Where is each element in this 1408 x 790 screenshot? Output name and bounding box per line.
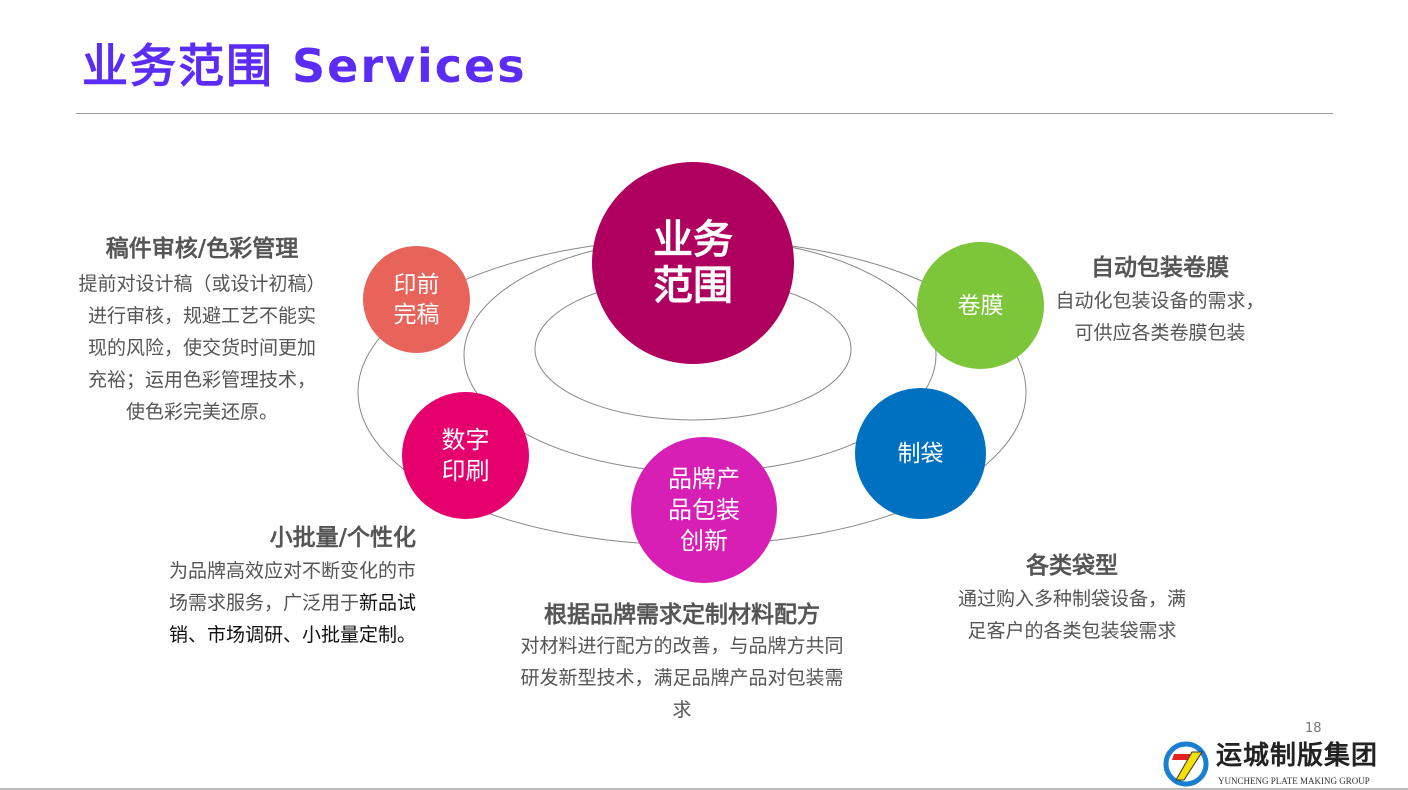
logo-mark-icon [1163,741,1209,787]
bag-text: 各类袋型 通过购入多种制袋设备，满 足客户的各类包装袋需求 [942,551,1202,647]
prepress-heading: 稿件审核/色彩管理 [105,236,299,262]
text-line: 可供应各类卷膜包装 [1074,322,1246,344]
text-line: 研发新型技术，满足品牌产品对包装需 [520,667,844,689]
node-label: 完稿 [393,301,440,328]
text-line: 提前对设计稿（或设计初稿） [78,273,326,295]
text-line: 销、市场调研、小批量定制。 [168,624,416,646]
node-label: 品包装 [668,495,740,524]
brand-text: 根据品牌需求定制材料配方 对材料进行配方的改善，与品牌方共同 研发新型技术，满足… [492,600,872,726]
text-line: 对材料进行配方的改善，与品牌方共同 [520,635,844,657]
node-label: 印刷 [441,456,490,485]
node-label: 制袋 [897,440,944,467]
text-line: 足客户的各类包装袋需求 [967,620,1177,642]
digital-heading: 小批量/个性化 [269,525,416,551]
title-divider [76,113,1333,114]
prepress-text: 稿件审核/色彩管理 提前对设计稿（或设计初稿） 进行审核，规避工艺不能实 现的风… [62,234,342,428]
digital-text: 小批量/个性化 为品牌高效应对不断变化的市 场需求服务，广泛用于新品试 销、市场… [140,523,416,651]
center-label-2: 范围 [653,263,733,309]
text-line: 充裕；运用色彩管理技术， [87,369,316,391]
node-label: 印前 [393,271,440,298]
node-film: 卷膜 [917,242,1044,369]
text-line: 使色彩完美还原。 [125,401,278,423]
node-label: 品牌产 [668,464,740,493]
page-title: 业务范围 Services [82,39,527,93]
center-label-1: 业务 [653,217,733,263]
film-text: 自动包装卷膜 自动化包装设备的需求， 可供应各类卷膜包装 [1040,253,1280,349]
node-label: 卷膜 [957,292,1004,319]
text-line: 新品试 [358,592,416,614]
node-digital: 数字印刷 [402,392,529,519]
text-line: 自动化包装设备的需求， [1055,290,1265,312]
brand-heading: 根据品牌需求定制材料配方 [544,602,820,628]
text-line: 现的风险，使交货时间更加 [87,337,316,359]
node-bag: 制袋 [855,388,986,519]
node-label: 创新 [680,526,728,555]
text-line: 场需求服务，广泛用于 [168,592,359,614]
text-line: 进行审核，规避工艺不能实 [87,305,316,327]
logo-name: 运城制版集团 [1216,741,1379,771]
text-line: 求 [672,699,692,721]
film-heading: 自动包装卷膜 [1091,255,1229,281]
center-circle: 业务范围 [592,162,794,364]
node-brand: 品牌产品包装创新 [631,437,777,583]
bag-heading: 各类袋型 [1026,553,1118,579]
footer-line [0,788,1408,790]
company-logo: 运城制版集团 YUNCHENG PLATE MAKING GROUP [1162,740,1408,790]
node-prepress: 印前完稿 [363,246,470,353]
text-line: 通过购入多种制袋设备，满 [957,588,1186,610]
logo-subtitle: YUNCHENG PLATE MAKING GROUP [1218,776,1370,786]
node-label: 数字 [441,425,490,454]
text-line: 为品牌高效应对不断变化的市 [168,560,416,582]
page-number: 18 [1305,721,1322,736]
